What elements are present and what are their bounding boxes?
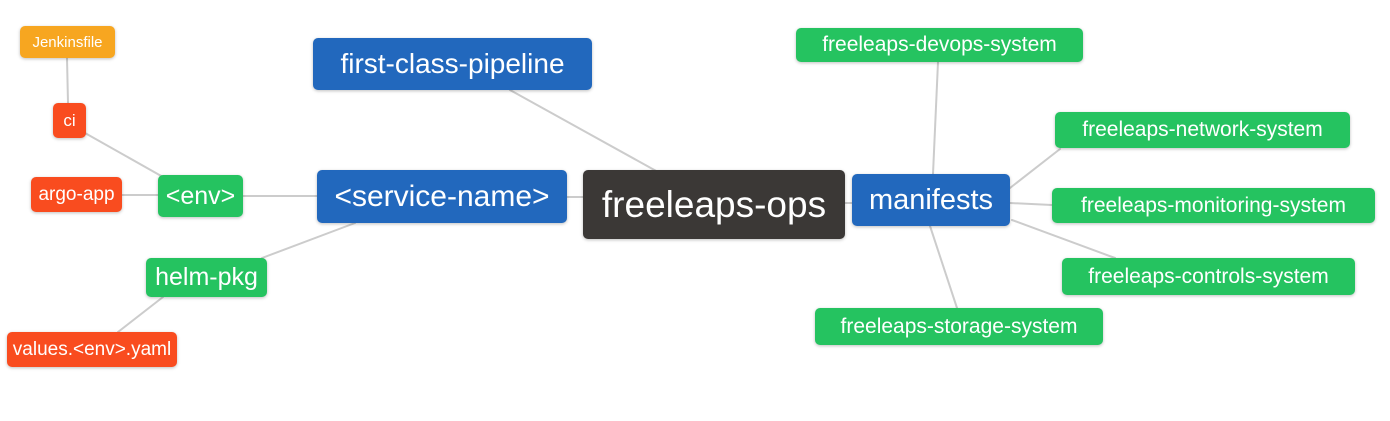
edge-jenkinsfile-ci <box>66 57 69 104</box>
node-manifests[interactable]: manifests <box>852 174 1010 226</box>
edge-ci-env <box>84 132 164 178</box>
edge-helm-pkg-values <box>117 296 164 333</box>
node-argo-app[interactable]: argo-app <box>31 177 122 212</box>
node-freeleaps-ops-root[interactable]: freeleaps-ops <box>583 170 845 239</box>
node-freeleaps-storage-system[interactable]: freeleaps-storage-system <box>815 308 1103 345</box>
node-freeleaps-monitoring-system[interactable]: freeleaps-monitoring-system <box>1052 188 1375 223</box>
node-first-class-pipeline[interactable]: first-class-pipeline <box>313 38 592 90</box>
edge-manifests-storage <box>929 225 958 309</box>
node-values-env-yaml[interactable]: values.<env>.yaml <box>7 332 177 367</box>
edge-manifests-monitoring <box>1009 202 1053 206</box>
node-service-name[interactable]: <service-name> <box>317 170 567 223</box>
node-ci[interactable]: ci <box>53 103 86 138</box>
edge-manifests-controls <box>1011 219 1116 259</box>
edge-manifests-network <box>1009 148 1061 189</box>
node-env[interactable]: <env> <box>158 175 243 217</box>
edge-manifests-devops <box>932 61 939 175</box>
node-jenkinsfile[interactable]: Jenkinsfile <box>20 26 115 58</box>
node-helm-pkg[interactable]: helm-pkg <box>146 258 267 297</box>
node-freeleaps-controls-system[interactable]: freeleaps-controls-system <box>1062 258 1355 295</box>
edge-helm-pkg-service-name <box>261 222 356 259</box>
edge-pipeline-freeleaps-ops <box>509 89 659 173</box>
node-freeleaps-network-system[interactable]: freeleaps-network-system <box>1055 112 1350 148</box>
node-freeleaps-devops-system[interactable]: freeleaps-devops-system <box>796 28 1083 62</box>
